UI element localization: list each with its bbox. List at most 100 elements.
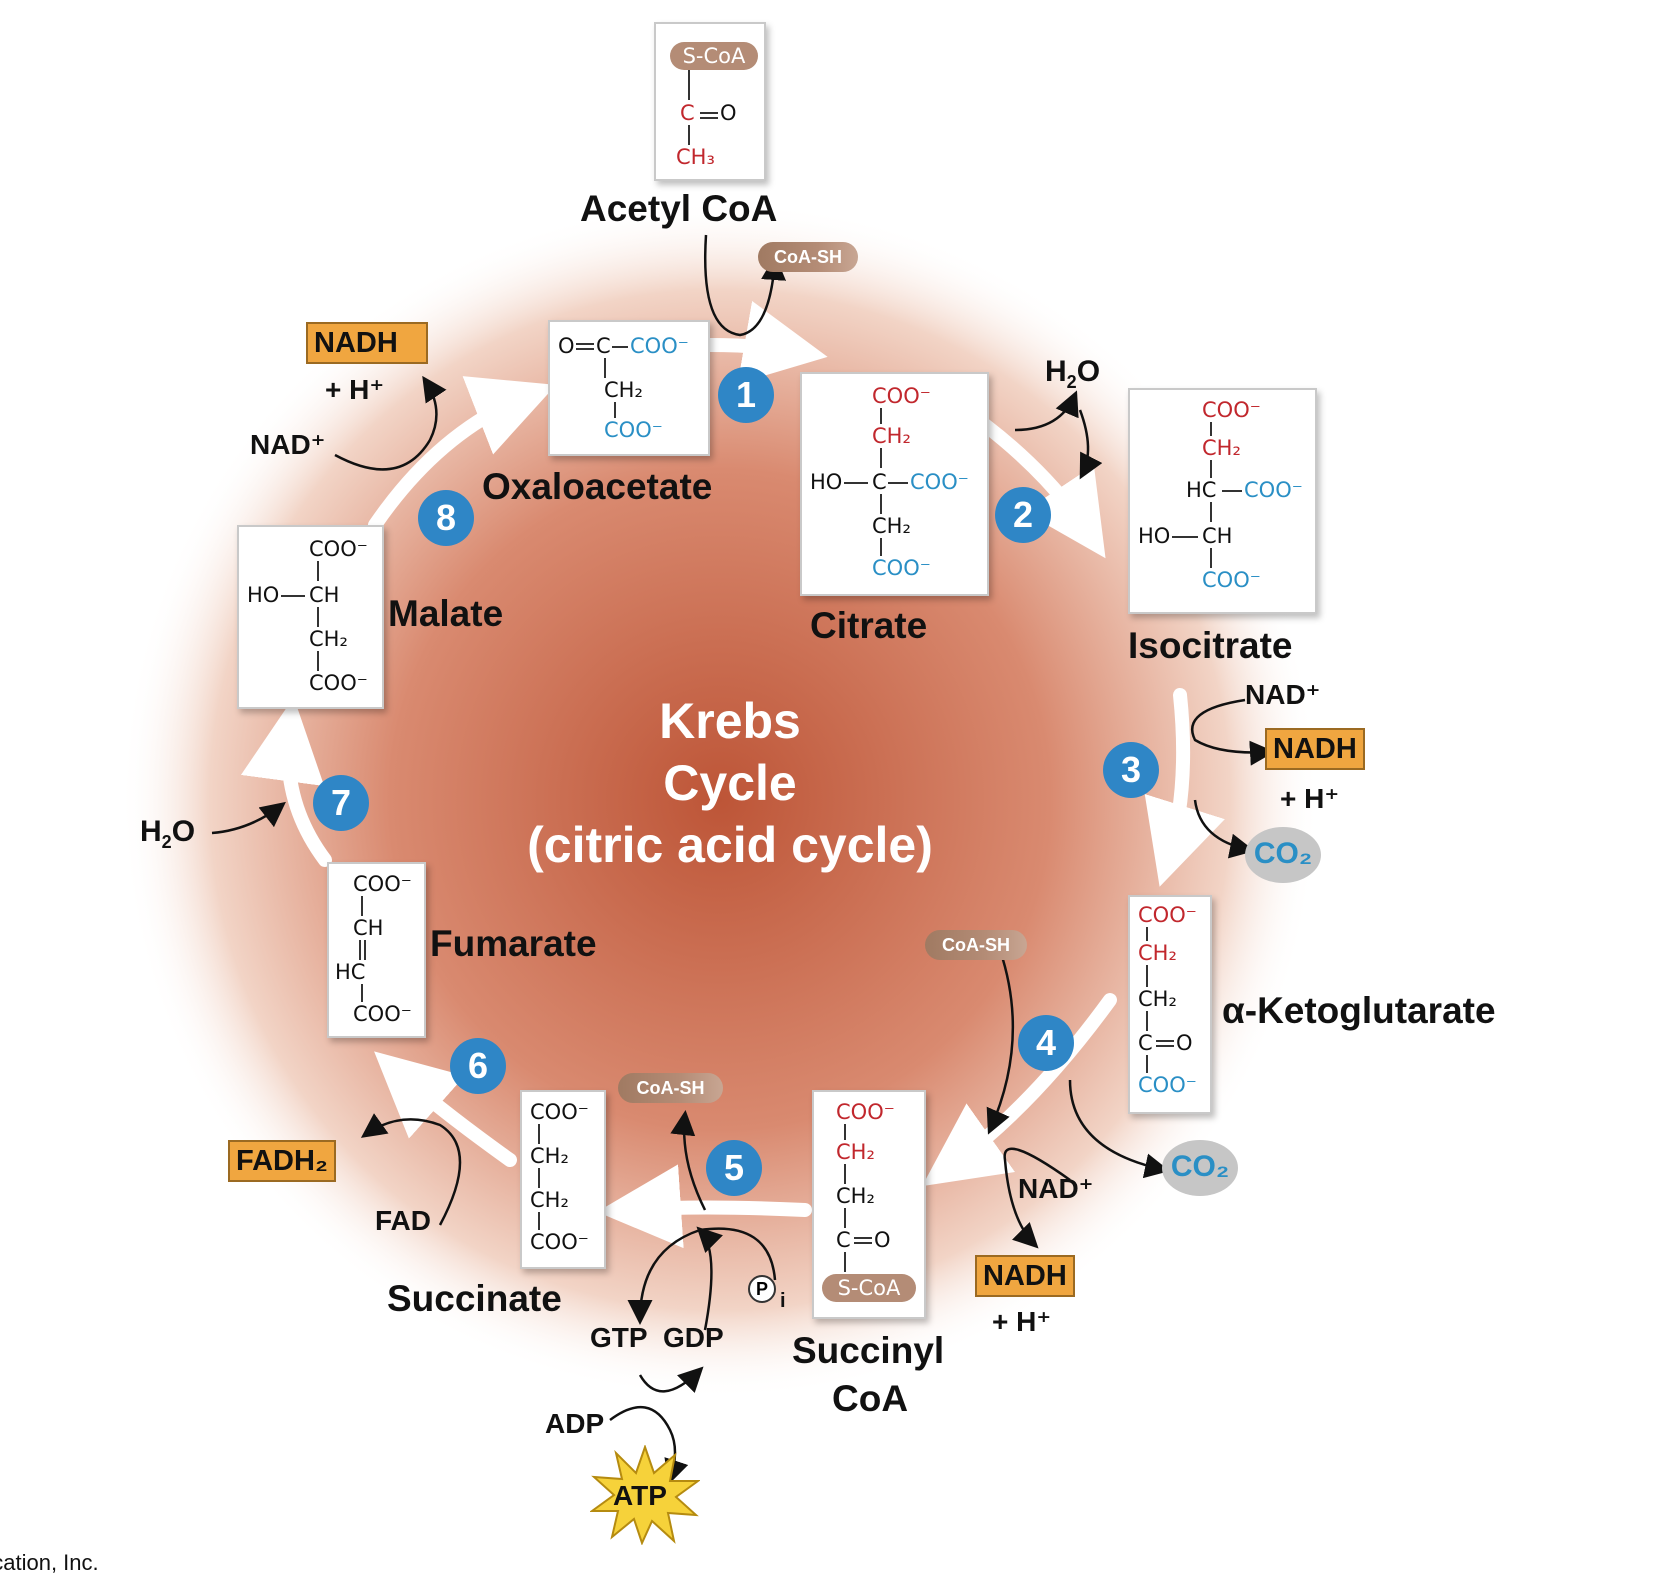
arrow-step6 (374, 1051, 517, 1167)
fumarate-coo-top: COO⁻ (353, 872, 412, 896)
fumarate-label: Fumarate (430, 923, 597, 964)
acetyl-oxygen: O (720, 101, 737, 125)
h2o-in-7 (211, 801, 286, 835)
ketoglutarate-c: C (1138, 1031, 1153, 1055)
oxaloacetate-o: O (558, 334, 575, 358)
h-plus-step3: + H⁺ (1280, 783, 1340, 814)
oxaloacetate-box: O C COO⁻ CH₂ COO⁻ (548, 320, 710, 456)
fadh2-label: FADH₂ (228, 1140, 336, 1182)
oxaloacetate-c: C (596, 334, 611, 358)
ketoglutarate-label: α-Ketoglutarate (1222, 990, 1496, 1031)
step-3-badge: 3 (1103, 742, 1159, 798)
oxaloacetate-coo-top: COO⁻ (630, 334, 689, 358)
arrow-step7 (240, 697, 332, 867)
acetyl-coa-box: S-CoA C O CH₃ (654, 22, 766, 181)
isocitrate-box: COO⁻ CH₂ HC COO⁻ HO CH COO⁻ (1128, 388, 1317, 614)
citrate-ch2-b: CH₂ (872, 514, 911, 538)
pi-phosphate: P (748, 1275, 776, 1303)
succinate-label: Succinate (387, 1278, 562, 1319)
citrate-coo-mid: COO⁻ (910, 470, 969, 494)
citrate-coo-bottom: COO⁻ (872, 556, 931, 580)
arrow-step3 (1144, 688, 1225, 887)
step-1-badge: 1 (718, 367, 774, 423)
coa-sh-pill-step5: CoA-SH (618, 1073, 723, 1103)
nad-to-nadh-8 (334, 375, 447, 471)
h-plus-step4: + H⁺ (992, 1306, 1052, 1337)
ketoglutarate-box: COO⁻ CH₂ CH₂ C O COO⁻ (1128, 895, 1212, 1114)
succinyl-o: O (874, 1228, 891, 1252)
co2-step3: CO₂ (1245, 827, 1321, 883)
nadh-step8: NADH (306, 322, 428, 364)
citrate-ch2-a: CH₂ (872, 424, 911, 448)
h-plus-step8: + H⁺ (325, 374, 385, 405)
malate-coo-top: COO⁻ (309, 537, 368, 561)
atp-label: ATP (613, 1480, 667, 1511)
step-5-badge: 5 (706, 1140, 762, 1196)
step-8-badge: 8 (418, 490, 474, 546)
isocitrate-ho: HO (1138, 524, 1171, 548)
oxaloacetate-ch2: CH₂ (604, 378, 643, 402)
gdp-to-atp-arrow (638, 1366, 704, 1393)
citrate-box: COO⁻ CH₂ HO C COO⁻ CH₂ COO⁻ (800, 372, 989, 596)
malate-ch2: CH₂ (309, 627, 348, 651)
gdp-arrow (696, 1226, 723, 1331)
oxaloacetate-label: Oxaloacetate (482, 466, 713, 507)
arrow-step8 (368, 376, 557, 532)
fumarate-hc: HC (335, 960, 366, 984)
co2-arrow-3 (1193, 799, 1255, 859)
gtp-label: GTP (590, 1322, 648, 1353)
arrow-step4 (922, 993, 1117, 1187)
step-7-badge: 7 (313, 775, 369, 831)
succinate-coo-bottom: COO⁻ (530, 1230, 589, 1254)
arrow-step5 (597, 1164, 812, 1249)
ketoglutarate-coo-top: COO⁻ (1138, 903, 1197, 927)
malate-coo-bottom: COO⁻ (309, 671, 368, 695)
malate-box: COO⁻ HO CH CH₂ COO⁻ (237, 525, 384, 709)
coash-in-4 (986, 949, 1015, 1135)
ketoglutarate-ch2-b: CH₂ (1138, 987, 1177, 1011)
co2-arrow-4 (1068, 1079, 1170, 1179)
isocitrate-coo-top: COO⁻ (1202, 398, 1261, 422)
coash-out-5 (670, 1110, 707, 1211)
oxaloacetate-coo-bottom: COO⁻ (604, 418, 663, 442)
nad-step4: NAD⁺ (1018, 1173, 1094, 1204)
fumarate-coo-bottom: COO⁻ (353, 1002, 412, 1026)
acetyl-in-arrow (704, 234, 787, 337)
gdp-label: GDP (663, 1322, 724, 1353)
succinyl-ch2-a: CH₂ (836, 1140, 875, 1164)
isocitrate-label: Isocitrate (1128, 625, 1293, 666)
co2-step3-text: CO₂ (1253, 837, 1313, 870)
step-2-badge: 2 (995, 487, 1051, 543)
atp-starburst (590, 1445, 700, 1545)
acetyl-coa-label: Acetyl CoA (580, 188, 778, 229)
fad-label: FAD (375, 1205, 431, 1236)
isocitrate-coo-mid: COO⁻ (1244, 478, 1303, 502)
isocitrate-coo-bottom: COO⁻ (1202, 568, 1261, 592)
co2-step4-text: CO₂ (1170, 1150, 1230, 1183)
nad-to-nadh-3 (1190, 698, 1275, 766)
acetyl-scoa-pill: S-CoA (670, 42, 758, 70)
malate-ch: CH (309, 583, 340, 607)
center-title-line3: (citric acid cycle) (527, 817, 933, 873)
isocitrate-ch: CH (1202, 524, 1233, 548)
fumarate-ch: CH (353, 916, 384, 940)
succinyl-coo-top: COO⁻ (836, 1100, 895, 1124)
succinyl-c: C (836, 1228, 851, 1252)
pi-p-text: P (755, 1279, 768, 1299)
nadh-step3: NADH (1265, 728, 1365, 770)
succinyl-coa-label-line2: CoA (832, 1378, 909, 1419)
acetyl-ch3: CH₃ (676, 145, 715, 169)
fumarate-box: COO⁻ CH HC COO⁻ (327, 862, 426, 1038)
center-title-line2: Cycle (663, 755, 797, 811)
isocitrate-ch2: CH₂ (1202, 436, 1241, 460)
ketoglutarate-ch2-a: CH₂ (1138, 941, 1177, 965)
step-4-badge: 4 (1018, 1015, 1074, 1071)
citrate-ho: HO (810, 470, 843, 494)
nad-step8: NAD⁺ (250, 429, 326, 460)
succinate-ch2-b: CH₂ (530, 1188, 569, 1212)
adp-label: ADP (545, 1408, 605, 1439)
succinyl-coa-label-line1: Succinyl (792, 1330, 945, 1371)
footer-fragment: ucation, Inc. (0, 1550, 99, 1575)
step-6-badge: 6 (450, 1038, 506, 1094)
